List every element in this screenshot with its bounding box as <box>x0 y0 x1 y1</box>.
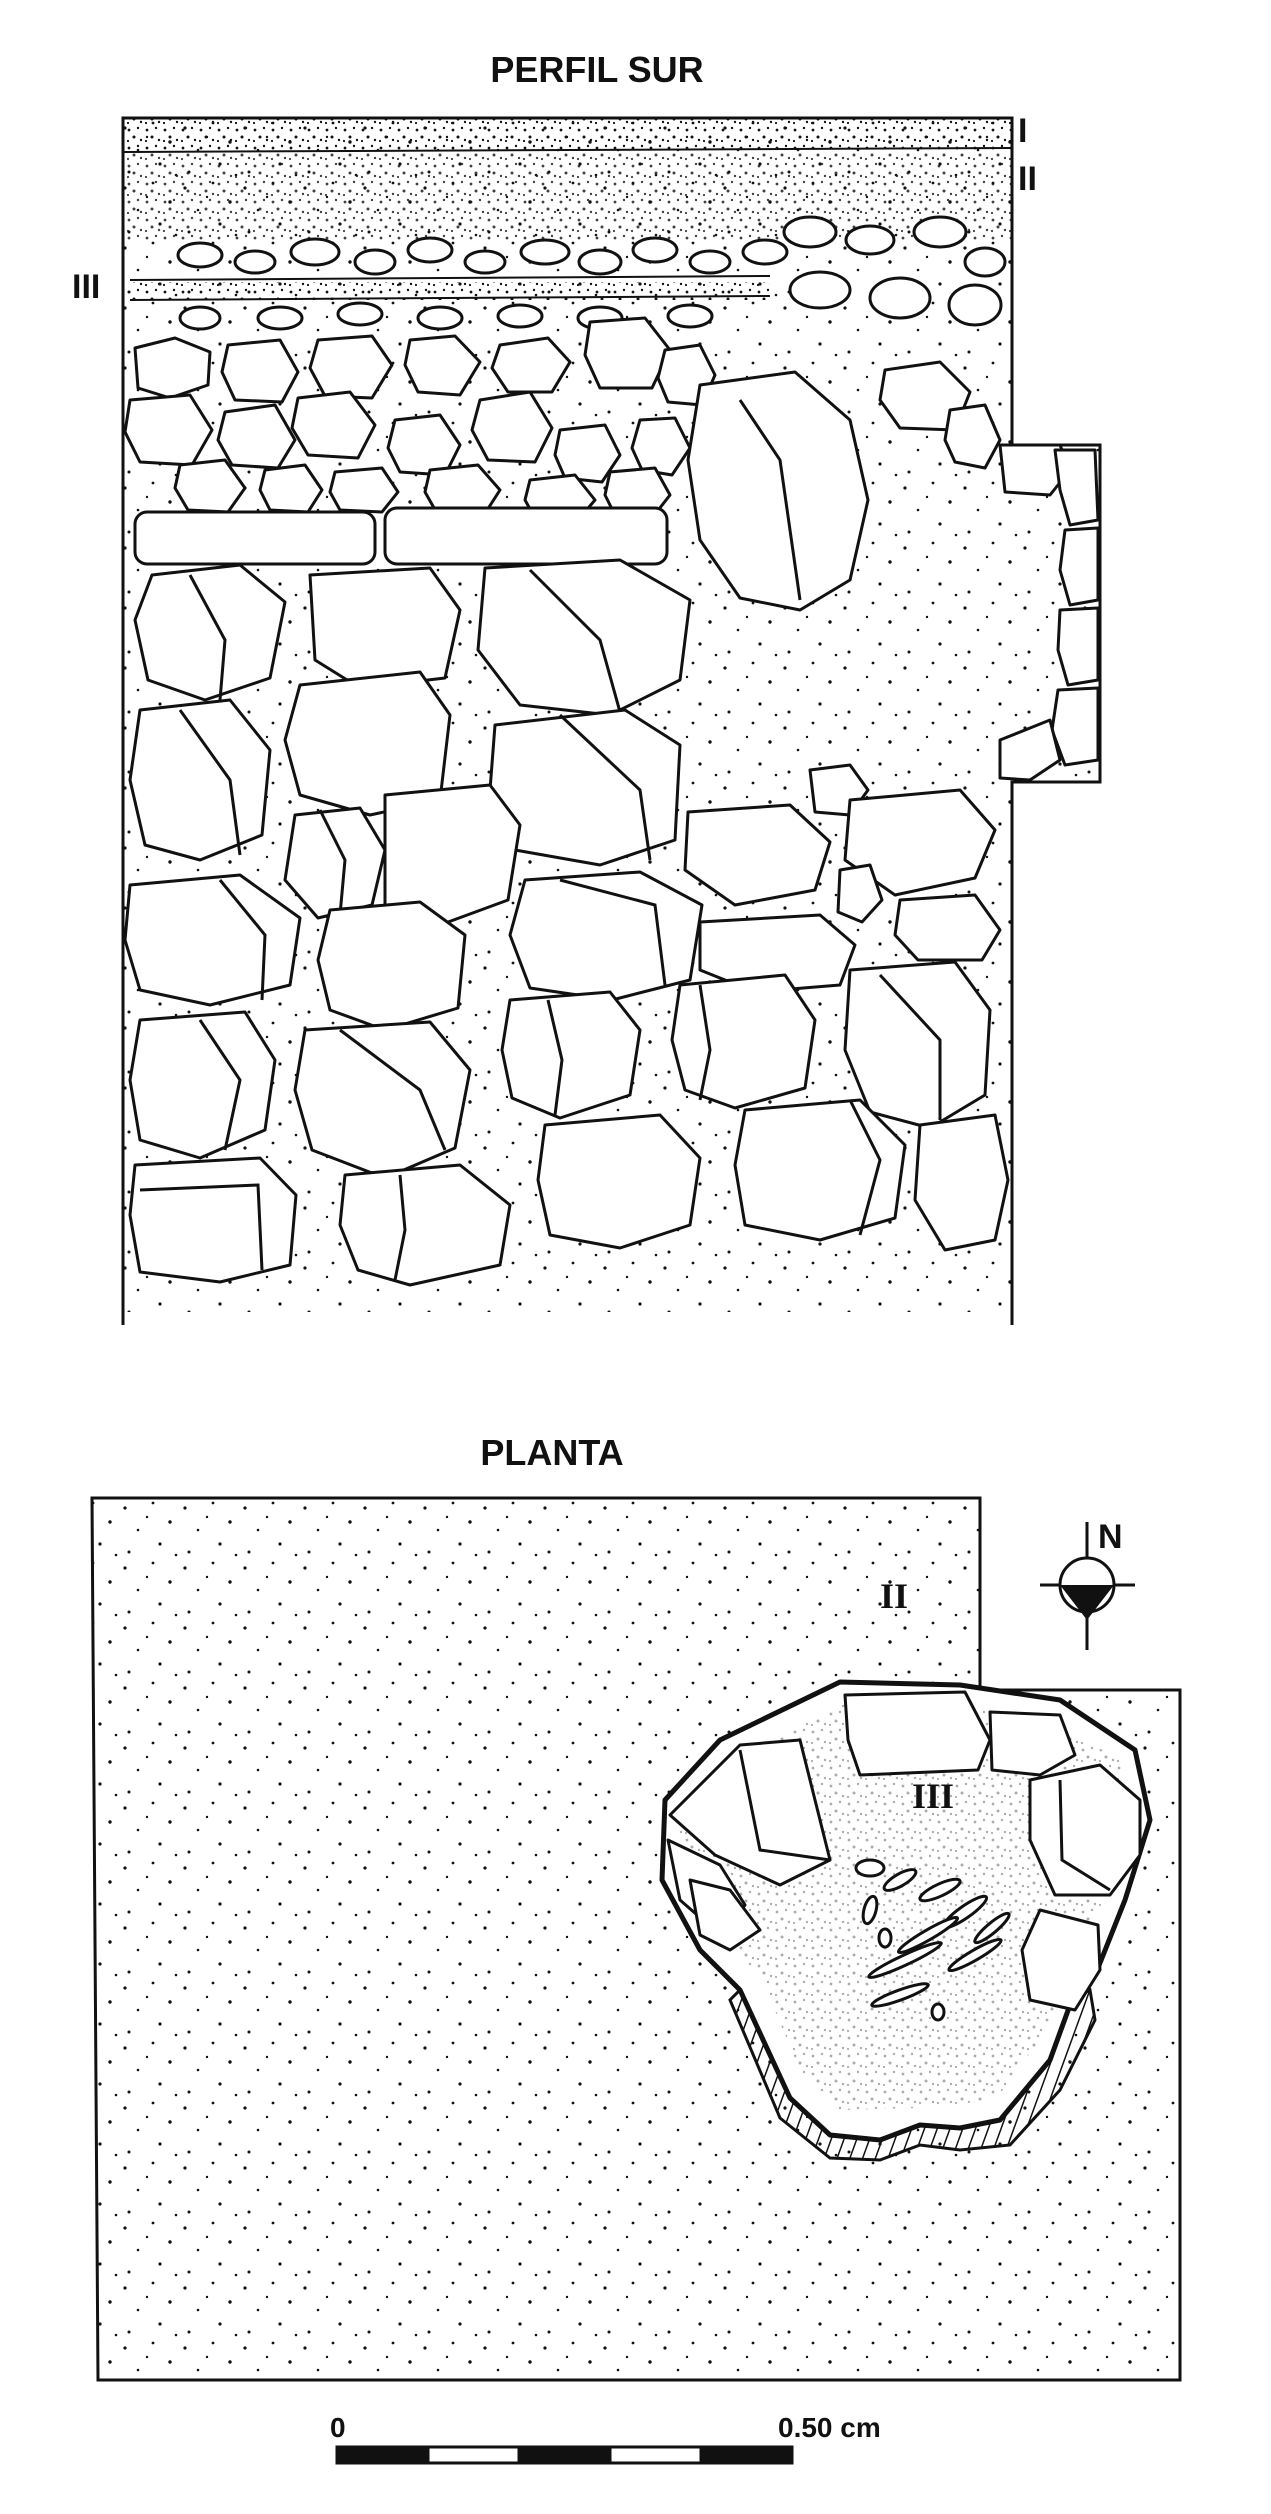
layer-3-band <box>130 282 770 300</box>
scale-segment <box>608 2445 703 2465</box>
cobble-layer <box>176 215 1007 331</box>
medium-stone-layer <box>123 316 1100 782</box>
plan-frame <box>90 1496 1182 2382</box>
slab-row <box>133 506 669 566</box>
plan-zone-outer-label: II <box>880 1576 908 1616</box>
north-label: N <box>1098 1518 1123 1556</box>
scale-segment <box>335 2445 430 2465</box>
pit-stones <box>666 1690 1142 2022</box>
boulder-layer <box>123 558 1010 1287</box>
scale-segment <box>426 2445 521 2465</box>
profile-title: PERFIL SUR <box>490 49 703 90</box>
scale-end-label: 0.50 cm <box>778 2412 881 2443</box>
layer-3-boundary-top <box>129 275 771 281</box>
layer-1-label: I <box>1018 112 1027 150</box>
plan-title: PLANTA <box>480 1432 623 1473</box>
scale-segment <box>517 2445 612 2465</box>
layer-3-label: III <box>72 268 100 306</box>
layer-1-band <box>123 118 1012 152</box>
scale-bar: 0 0.50 cm <box>330 2412 881 2465</box>
plan-view: II III N <box>90 1496 1182 2382</box>
layer-2-label: II <box>1018 160 1037 198</box>
layer-1-boundary <box>122 147 1013 153</box>
large-stone-block <box>686 370 870 612</box>
layer-3-boundary-bottom <box>129 295 771 301</box>
north-arrow: N <box>1040 1518 1135 1650</box>
scale-segments <box>335 2445 794 2465</box>
profile-frame <box>121 116 1102 1325</box>
plan-zone-pit-label: III <box>912 1776 954 1816</box>
scale-segment <box>699 2445 794 2465</box>
profile-section: I II III <box>72 112 1102 1325</box>
scale-start-label: 0 <box>330 2412 346 2443</box>
